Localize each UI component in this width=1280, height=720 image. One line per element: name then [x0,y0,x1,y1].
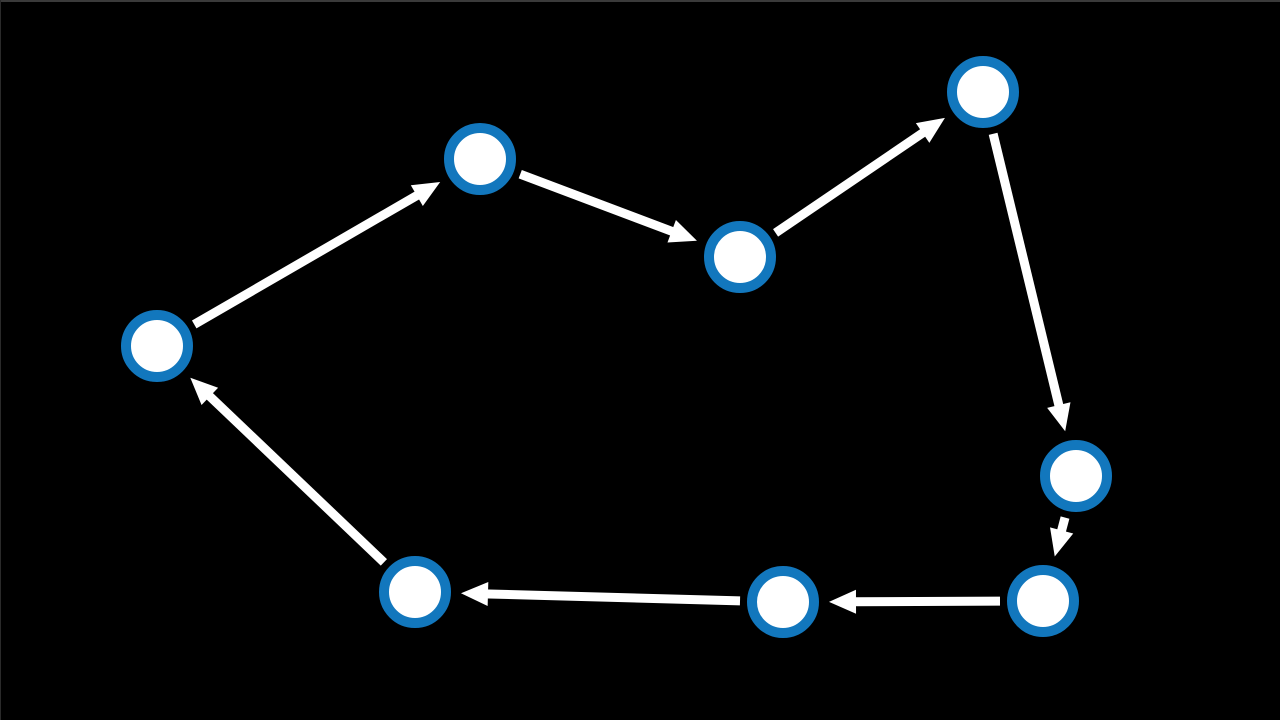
graph-node-left [121,310,193,382]
edge-arrowhead-icon [410,182,441,206]
edge-line-node-upper-left-to-node-middle [518,169,678,237]
graph-node-right [1040,440,1112,512]
edge-arrowhead-icon [190,377,219,406]
edge-line-node-top-right-to-node-right [988,132,1065,410]
graph-node-upper-left [444,123,516,195]
edge-line-node-bottom-middle-to-node-bottom-left [483,589,741,606]
edge-line-node-middle-to-node-top-right [773,127,929,237]
edge-line-node-left-to-node-upper-left [191,189,423,329]
graph-node-middle [704,221,776,293]
edge-line-node-bottom-left-to-node-left [203,390,387,566]
graph-node-top-right [947,56,1019,128]
edge-line-node-bottom-right-to-node-bottom-middle [851,596,1001,607]
graph-node-bottom-middle [747,566,819,638]
edge-arrowhead-icon [828,589,857,614]
screen-top-edge-line [0,0,1280,2]
graph-node-bottom-left [379,556,451,628]
edge-arrowhead-icon [667,220,697,243]
edge-arrowhead-icon [460,581,489,606]
edge-arrowhead-icon [1047,402,1071,432]
graph-node-bottom-right [1007,565,1079,637]
screen-left-edge-line [0,0,1,720]
edge-arrowhead-icon [915,117,945,143]
edge-arrowhead-icon [1050,527,1074,557]
